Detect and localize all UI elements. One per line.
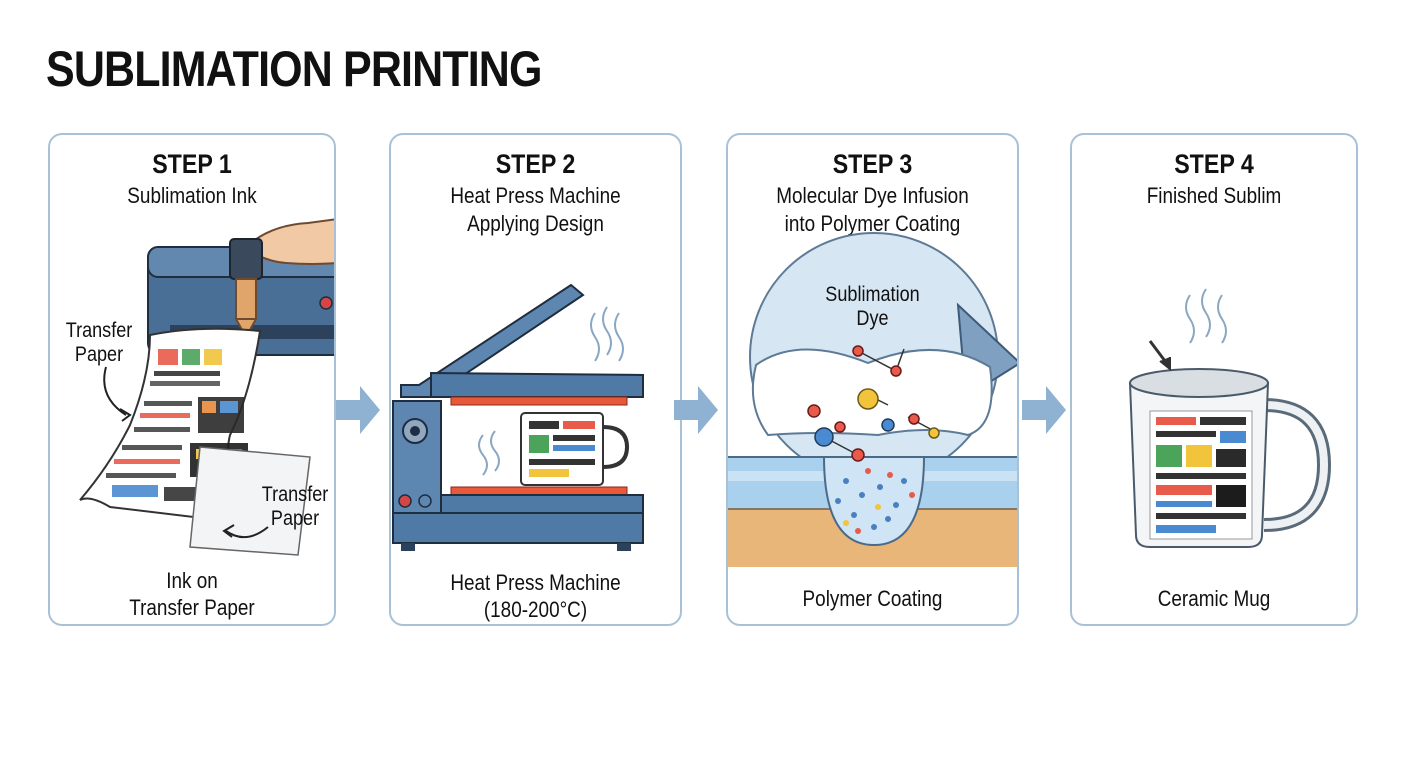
step-1-footer-line-2: Transfer Paper: [129, 595, 255, 620]
heat-press-illustration: [392, 283, 644, 551]
arrow-step-2-to-3: [674, 386, 718, 434]
dye-infusion-illustration: [728, 232, 1017, 567]
step-1-heading: STEP 1: [152, 149, 232, 179]
step-4-footer-line-1: Ceramic Mug: [1157, 586, 1271, 611]
step-2-panel: STEP 2 Heat Press Machine Applying Desig…: [389, 133, 682, 626]
step-1-caption: Sublimation Ink: [70, 182, 314, 210]
step-3-panel: STEP 3 Molecular Dye Infusion into Polym…: [726, 133, 1019, 626]
printer-illustration: [79, 218, 334, 556]
arrow-step-1-to-2: [336, 386, 380, 434]
step-2-caption-line-1: Heat Press Machine: [450, 183, 621, 208]
finished-mug-illustration: [1128, 288, 1332, 548]
step-3-footer-line-1: Polymer Coating: [802, 586, 943, 611]
step-1-caption-line-1: Sublimation Ink: [127, 183, 257, 208]
step-2-footer-line-2: (180-200°C): [483, 597, 588, 622]
step-3-caption-line-2: into Polymer Coating: [784, 211, 961, 236]
step-3-heading: STEP 3: [832, 149, 913, 179]
step-2-caption: Heat Press Machine Applying Design: [411, 182, 660, 238]
step-4-caption: Finished Sublim: [1092, 182, 1336, 210]
step-2-footer: Heat Press Machine (180-200°C): [411, 569, 660, 623]
page-title: SUBLIMATION PRINTING: [46, 41, 542, 97]
transfer-paper-left-label: Transfer Paper: [50, 319, 151, 367]
step-2-footer-line-1: Heat Press Machine: [450, 570, 621, 595]
step-4-panel: STEP 4 Finished Sublim Ceramic Mug: [1070, 133, 1358, 626]
transfer-paper-right-label-text: Transfer Paper: [261, 483, 329, 530]
step-3-caption-line-1: Molecular Dye Infusion: [776, 183, 969, 208]
step-4-heading: STEP 4: [1174, 149, 1254, 179]
step-1-footer: Ink on Transfer Paper: [70, 567, 314, 621]
sublimation-dye-label-text: Sublimation Dye: [825, 283, 920, 330]
step-1-panel: STEP 1 Sublimation Ink: [48, 133, 336, 626]
step-3-caption: Molecular Dye Infusion into Polymer Coat…: [748, 182, 997, 238]
step-2-caption-line-2: Applying Design: [467, 211, 604, 236]
step-2-heading: STEP 2: [495, 149, 576, 179]
sublimation-dye-label: Sublimation Dye: [748, 283, 997, 331]
step-1-footer-line-1: Ink on: [166, 568, 218, 593]
step-4-caption-line-1: Finished Sublim: [1146, 183, 1282, 208]
transfer-paper-left-label-text: Transfer Paper: [65, 319, 133, 366]
transfer-paper-right-label: Transfer Paper: [248, 483, 334, 531]
step-3-footer: Polymer Coating: [748, 585, 997, 612]
arrow-step-3-to-4: [1022, 386, 1066, 434]
step-4-footer: Ceramic Mug: [1092, 585, 1336, 612]
